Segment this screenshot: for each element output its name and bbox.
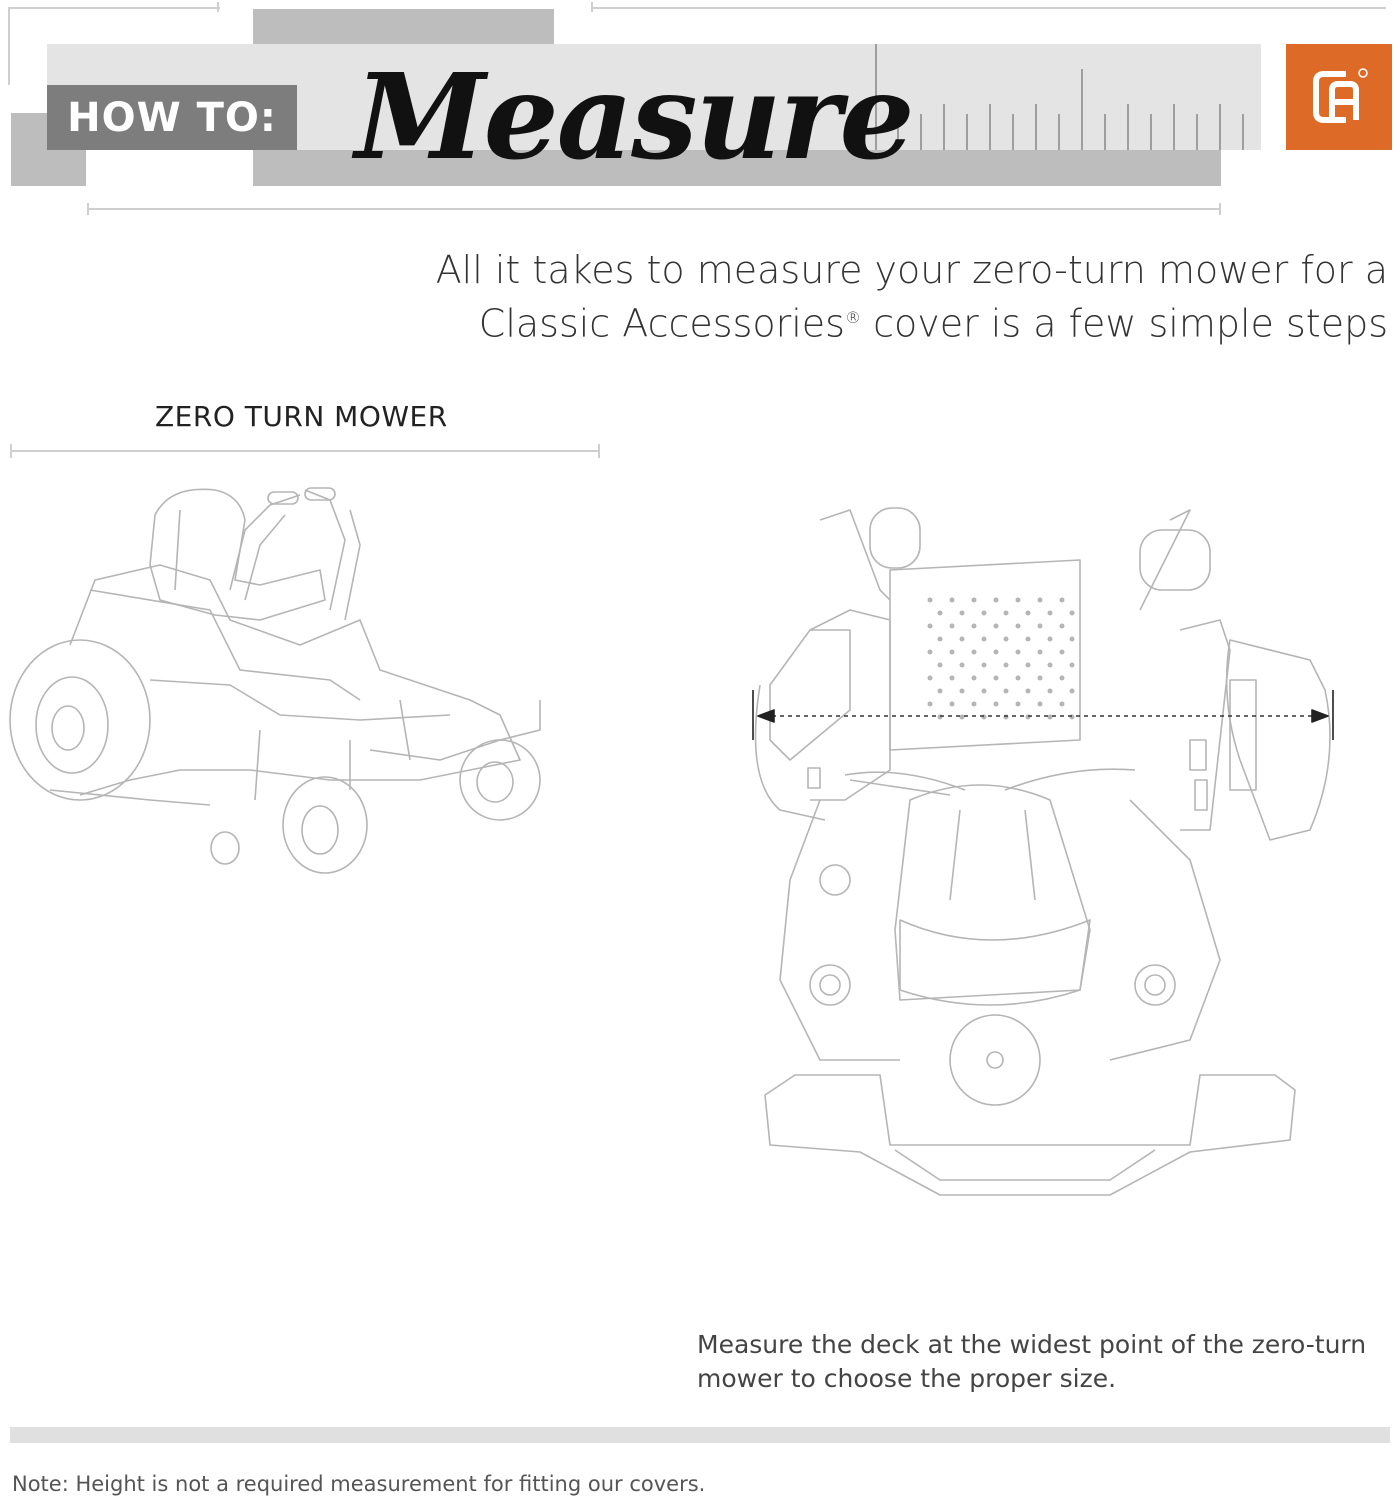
vent-dot xyxy=(981,688,987,694)
section-title: ZERO TURN MOWER xyxy=(155,400,448,433)
vent-dot xyxy=(949,649,955,655)
header-banner: HOW TO: Measure xyxy=(0,0,1394,220)
vent-dot xyxy=(1059,675,1065,681)
vent-dot xyxy=(1015,701,1021,707)
footer-divider xyxy=(10,1427,1390,1443)
vent-dot xyxy=(1059,623,1065,629)
vent-dot xyxy=(937,610,943,616)
vent-dot xyxy=(1015,675,1021,681)
vent-dot xyxy=(927,649,933,655)
intro-line-2-rest: cover is a few simple steps xyxy=(860,301,1388,346)
banner-line-top-right xyxy=(591,7,1386,9)
ruler-ticks xyxy=(875,44,1244,150)
vent-dot xyxy=(1047,714,1053,720)
vent-dot xyxy=(949,623,955,629)
vent-dot xyxy=(993,675,999,681)
intro-line-1: All it takes to measure your zero-turn m… xyxy=(435,248,1388,292)
vent-dot xyxy=(1003,610,1009,616)
vent-dot xyxy=(937,662,943,668)
banner-block-bottom xyxy=(253,150,1221,186)
vent-dot xyxy=(1025,610,1031,616)
vent-dot xyxy=(1069,610,1075,616)
vent-dot xyxy=(1047,688,1053,694)
vent-dot xyxy=(927,701,933,707)
vent-dot xyxy=(1047,662,1053,668)
vent-dot xyxy=(1025,662,1031,668)
vent-dot xyxy=(927,675,933,681)
banner-block-top xyxy=(253,9,554,45)
mower-top-view-illustration xyxy=(752,507,1334,1196)
vent-dot xyxy=(1015,623,1021,629)
vent-dot xyxy=(949,701,955,707)
vent-dot xyxy=(1037,597,1043,603)
vent-dot xyxy=(959,714,965,720)
vent-dot xyxy=(971,649,977,655)
vent-dot xyxy=(1025,688,1031,694)
banner-line-top-right-tick xyxy=(591,2,593,12)
instruction-line-1: Measure the deck at the widest point of … xyxy=(697,1330,1367,1359)
vent-dot xyxy=(971,701,977,707)
vent-dot xyxy=(971,597,977,603)
vent-dot xyxy=(937,636,943,642)
vent-dot xyxy=(993,701,999,707)
classic-accessories-logo-icon xyxy=(1313,68,1368,123)
vent-dot xyxy=(959,688,965,694)
instruction-line-2: mower to choose the proper size. xyxy=(697,1364,1117,1393)
vent-dot xyxy=(1037,649,1043,655)
vent-dot xyxy=(959,636,965,642)
vent-dot xyxy=(1037,623,1043,629)
registered-mark: ® xyxy=(844,308,861,327)
banner-line-bottom xyxy=(87,208,1221,210)
vent-dot xyxy=(1037,701,1043,707)
section-underline-tick-right xyxy=(598,444,600,458)
vent-dot xyxy=(993,597,999,603)
vent-dot xyxy=(981,610,987,616)
footer-note: Note: Height is not a required measureme… xyxy=(12,1472,706,1496)
vent-dot xyxy=(993,623,999,629)
vent-dot xyxy=(959,662,965,668)
vent-dot xyxy=(993,649,999,655)
banner-line-bottom-tick-left xyxy=(87,203,89,215)
vent-dot xyxy=(927,623,933,629)
vent-dot xyxy=(949,597,955,603)
section-underline-tick-left xyxy=(10,444,12,458)
vent-dot xyxy=(971,675,977,681)
vent-dot xyxy=(1069,636,1075,642)
measure-instruction: Measure the deck at the widest point of … xyxy=(697,1328,1394,1396)
vent-dot xyxy=(937,688,943,694)
vent-dot xyxy=(1069,688,1075,694)
brand-name: Classic Accessories xyxy=(478,301,845,346)
vent-dot xyxy=(1069,662,1075,668)
banner-line-top-left-tick xyxy=(217,2,219,12)
vent-dot xyxy=(1037,675,1043,681)
vent-dot xyxy=(1059,597,1065,603)
section-underline xyxy=(10,450,600,452)
vent-dot xyxy=(1047,636,1053,642)
vent-dot xyxy=(1025,636,1031,642)
vent-dot xyxy=(981,636,987,642)
mower-side-view-illustration xyxy=(9,487,541,874)
banner-line-left-vertical xyxy=(8,7,10,85)
vent-dot xyxy=(1059,649,1065,655)
brand-logo[interactable] xyxy=(1286,44,1392,150)
vent-dot xyxy=(981,662,987,668)
vent-dot xyxy=(971,623,977,629)
vent-dot xyxy=(1059,701,1065,707)
vent-dot xyxy=(1003,688,1009,694)
intro-text: All it takes to measure your zero-turn m… xyxy=(388,246,1388,348)
banner-line-top-left xyxy=(8,7,220,9)
vent-dot xyxy=(1015,649,1021,655)
vent-dot xyxy=(1003,636,1009,642)
page-title: Measure xyxy=(355,47,915,186)
howto-label: HOW TO: xyxy=(47,85,297,150)
vent-dot xyxy=(927,597,933,603)
vent-dot xyxy=(1047,610,1053,616)
vent-dot xyxy=(949,675,955,681)
vent-dot xyxy=(1003,662,1009,668)
vent-dot xyxy=(959,610,965,616)
banner-line-bottom-tick-right xyxy=(1219,203,1221,215)
intro-line-2: Classic Accessories® cover is a few simp… xyxy=(388,294,1388,348)
vent-dot xyxy=(1015,597,1021,603)
